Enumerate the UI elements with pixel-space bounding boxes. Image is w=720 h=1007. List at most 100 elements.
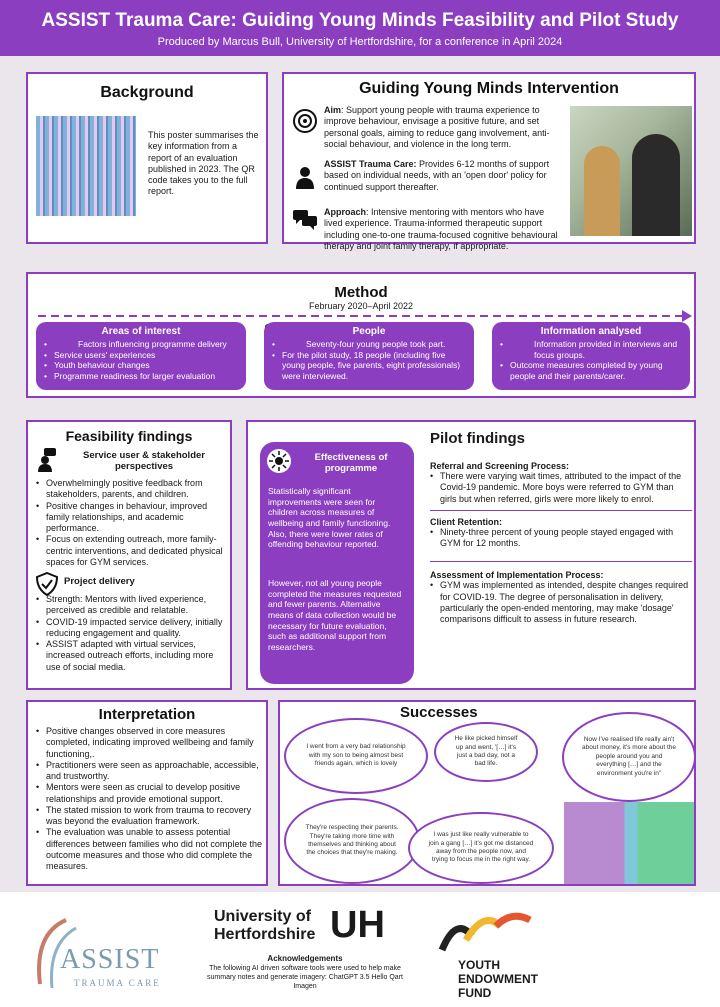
areas-of-interest-box: Areas of interest Factors influencing pr… [36,322,246,390]
list-item: COVID-19 impacted service delivery, init… [36,617,228,640]
background-panel: Background This poster summarises the ke… [26,72,268,244]
yef-line-1: YOUTH [458,958,500,972]
background-text: This poster summarises the key informati… [148,130,259,197]
method-dates: February 2020–April 2022 [308,301,414,311]
interpretation-panel: Interpretation Positive changes observed… [26,700,268,886]
assist-swirl-icon [37,918,77,989]
list-item: Information provided in interviews and f… [500,339,682,360]
background-title: Background [100,84,194,101]
implementation-title: Assessment of Implementation Process: [430,570,604,581]
list-item: Overwhelmingly positive feedback from st… [36,478,228,501]
interpretation-list: Positive changes observed in core measur… [36,726,262,872]
feasibility-panel: Feasibility findings Service user & stak… [26,420,232,690]
assist-text: Provides 6-12 months of support based on… [324,159,550,192]
intervention-approach: Approach: Intensive mentoring with mento… [324,207,562,252]
approach-label: Approach [324,207,367,217]
approach-text: : Intensive mentoring with mentors who h… [324,207,558,251]
poster-header: ASSIST Trauma Care: Guiding Young Minds … [0,0,720,56]
list-item: GYM was implemented as intended, despite… [430,580,692,625]
effectiveness-title: Effectiveness of programme [314,452,388,474]
list-item: The stated mission to work from trauma t… [36,805,262,828]
pilot-content: Pilot findings Referral and Screening Pr… [430,430,692,625]
service-user-list: Overwhelmingly positive feedback from st… [36,478,228,568]
divider [430,561,692,563]
list-item: ASSIST adapted with virtual services, in… [36,639,228,673]
pilot-panel: Effectiveness of programme Statistically… [246,420,696,690]
list-item: Programme readiness for larger evaluatio… [44,371,238,382]
retention-title: Client Retention: [430,516,502,527]
mentoring-photo [570,106,692,236]
successes-title: Successes [400,704,478,721]
project-delivery-title: Project delivery [64,576,135,587]
intervention-aim: Aim: Support young people with trauma ex… [324,105,562,150]
feedback-person-icon [38,448,56,472]
interpretation-title: Interpretation [98,706,196,723]
successes-panel: Successes I went from a very bad relatio… [278,700,696,886]
list-item: Mentors were seen as crucial to develop … [36,782,262,805]
mentor-figure [584,146,620,236]
shield-icon [36,572,58,596]
service-user-title: Service user & stakeholder perspectives [83,450,205,472]
list-item: There were varying wait times, attribute… [430,471,692,505]
decorative-books-image [564,802,694,884]
list-item: Ninety-three percent of young people sta… [430,527,692,550]
list-item: Seventy-four young people took part. [272,339,466,350]
quote-bubble: I went from a very bad relationship with… [284,718,428,794]
university-mark: UH [330,904,385,946]
quote-bubble: He like picked himself up and went, '[…]… [434,722,538,782]
acknowledgements-title: Acknowledgements [267,954,343,963]
quote-bubble: Now I've realised life really ain't abou… [562,712,694,802]
intervention-assist: ASSIST Trauma Care: Provides 6-12 months… [324,159,562,193]
method-panel: Method February 2020–April 2022 ? Areas … [26,272,696,398]
assist-wordmark: ASSIST [60,944,160,975]
pilot-title: Pilot findings [430,430,525,447]
poster-title: ASSIST Trauma Care: Guiding Young Minds … [41,10,679,31]
list-item: Positive changes observed in core measur… [36,726,262,760]
effectiveness-box: Effectiveness of programme Statistically… [260,442,414,684]
list-item: Outcome measures completed by young peop… [500,360,682,381]
poster-subtitle: Produced by Marcus Bull, University of H… [157,36,563,48]
effectiveness-para-2: However, not all young people completed … [268,578,402,652]
assist-label: ASSIST Trauma Care: [324,159,417,169]
qr-code-image[interactable] [36,116,136,216]
yef-line-3: FUND [458,986,492,1000]
list-item: Youth behaviour changes [44,360,238,371]
list-item: Factors influencing programme delivery [44,339,238,350]
information-analysed-box: Information analysed Information provide… [492,322,690,390]
university-name-2: Hertfordshire [214,926,316,943]
university-name-1: University of [214,908,311,925]
feasibility-title: Feasibility findings [65,428,193,444]
people-title: People [352,326,386,337]
info-title: Information analysed [540,326,642,337]
target-icon [293,109,317,133]
quote-bubble: They're respecting their parents. They'r… [284,798,420,884]
assist-tagline: TRAUMA CARE [74,978,161,988]
intervention-panel: Guiding Young Minds Intervention Aim: Su… [282,72,696,251]
method-title: Method [334,284,388,301]
project-delivery-list: Strength: Mentors with lived experience,… [36,594,228,673]
assist-logo: ASSIST TRAUMA CARE [26,914,196,994]
effectiveness-para-1: Statistically significant improvements w… [268,486,391,550]
people-box: People Seventy-four young people took pa… [264,322,474,390]
aim-label: Aim [324,105,342,115]
sparkle-icon [267,449,291,473]
list-item: Positive changes in behaviour, improved … [36,501,228,535]
footer: ASSIST TRAUMA CARE University of Hertfor… [0,892,720,1007]
list-item: Practitioners were seen as approachable,… [36,760,262,783]
yef-line-2: ENDOWMENT [458,972,538,986]
person-icon [296,167,314,189]
divider [430,509,692,511]
list-item: The evaluation was unable to assess pote… [36,827,262,872]
intervention-title: Guiding Young Minds Intervention [359,80,619,97]
acknowledgements-text: The following AI driven software tools w… [207,965,403,991]
quote-bubble: I was just like really vulnerable to joi… [408,812,554,884]
timeline-arrow [38,310,692,322]
list-item: Service users' experiences [44,350,238,361]
aim-text: : Support young people with trauma exper… [324,105,550,149]
referral-title: Referral and Screening Process: [430,461,570,471]
list-item: Focus on extending outreach, more family… [36,534,228,568]
areas-title: Areas of interest [101,326,181,337]
university-logo: University of Hertfordshire UH [214,904,404,950]
yef-arc-icon [438,912,532,952]
list-item: Strength: Mentors with lived experience,… [36,594,228,617]
